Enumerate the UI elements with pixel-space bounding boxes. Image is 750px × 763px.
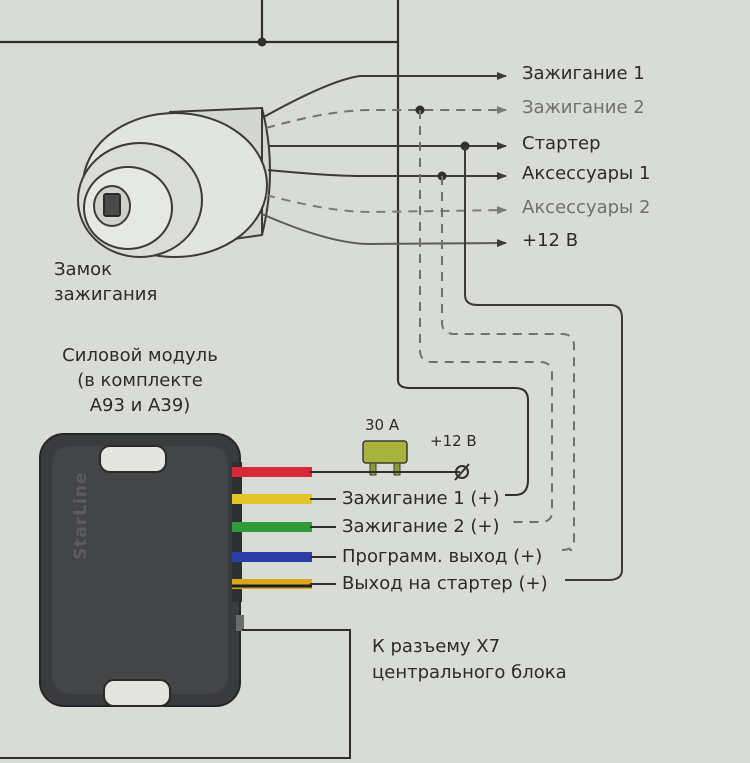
wire-red — [232, 467, 312, 477]
lock-label-line2: зажигания — [54, 284, 158, 305]
module-wire-stubs — [232, 467, 312, 589]
fuse-rating: 30 А — [365, 416, 400, 434]
junction-dot — [257, 37, 267, 47]
output-label-accessories-2: Аксессуары 2 — [522, 197, 651, 218]
module-brand: StarLine — [71, 471, 91, 560]
connector-cable — [0, 629, 351, 759]
wire-label-program-output: Программ. выход (+) — [342, 546, 543, 567]
lock-output-wires — [261, 72, 507, 248]
output-label-starter: Стартер — [522, 133, 601, 154]
wire-label-ignition-1: Зажигание 1 (+) — [342, 488, 500, 509]
output-label-12v: +12 В — [522, 230, 579, 251]
ignition-lock-drawing — [77, 106, 271, 258]
output-label-ignition-2: Зажигание 2 — [522, 97, 645, 118]
wire-green — [232, 522, 312, 532]
routing-wires — [397, 110, 623, 581]
module-title-line2: (в комплекте — [77, 370, 203, 391]
fuse-supply-label: +12 В — [430, 432, 477, 450]
wire-yellow — [232, 494, 312, 504]
fuse — [362, 440, 408, 476]
wire-yellow-black — [232, 579, 312, 589]
output-label-ignition-1: Зажигание 1 — [522, 63, 645, 84]
output-label-accessories-1: Аксессуары 1 — [522, 163, 651, 184]
module-title-line1: Силовой модуль — [62, 345, 218, 366]
lock-label-line1: Замок — [54, 259, 113, 280]
connector-label-line1: К разъему Х7 — [372, 636, 501, 657]
connector-label-line2: центрального блока — [372, 662, 567, 683]
wire-label-ignition-2: Зажигание 2 (+) — [342, 516, 500, 537]
wire-blue — [232, 552, 312, 562]
top-wires — [0, 0, 400, 380]
wire-label-starter-output: Выход на стартер (+) — [342, 573, 548, 594]
output-junctions — [415, 105, 470, 181]
module-leader-lines — [310, 498, 336, 585]
module-title-line3: А93 и А39) — [89, 395, 191, 416]
supply-terminal — [454, 463, 470, 481]
